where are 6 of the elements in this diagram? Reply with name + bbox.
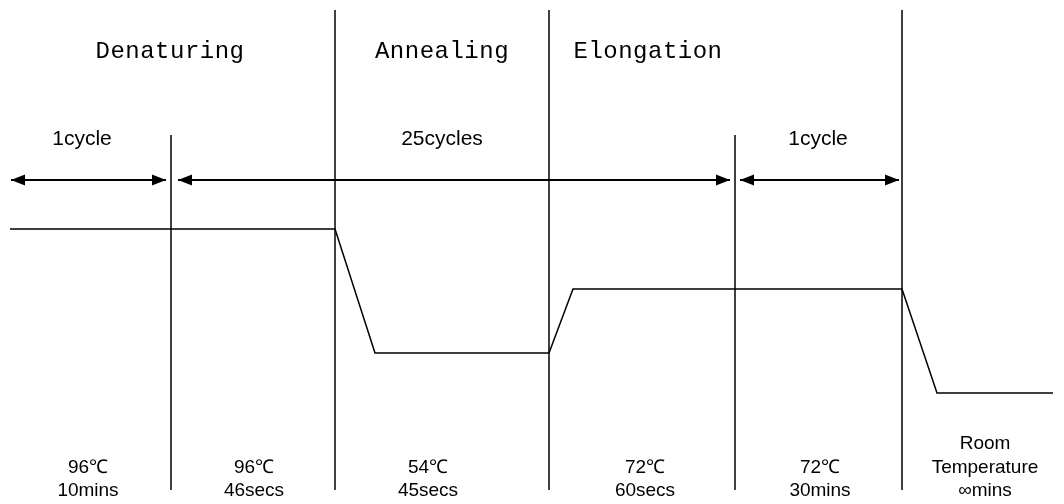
phase-title: Annealing [374,38,510,65]
cycle-count: 25cycles [401,126,483,150]
cycle-count: 1cycle [52,126,112,150]
cycle-count: 1cycle [788,126,848,150]
phase-title: Elongation [573,38,723,65]
phase-title: Denaturing [95,38,245,65]
